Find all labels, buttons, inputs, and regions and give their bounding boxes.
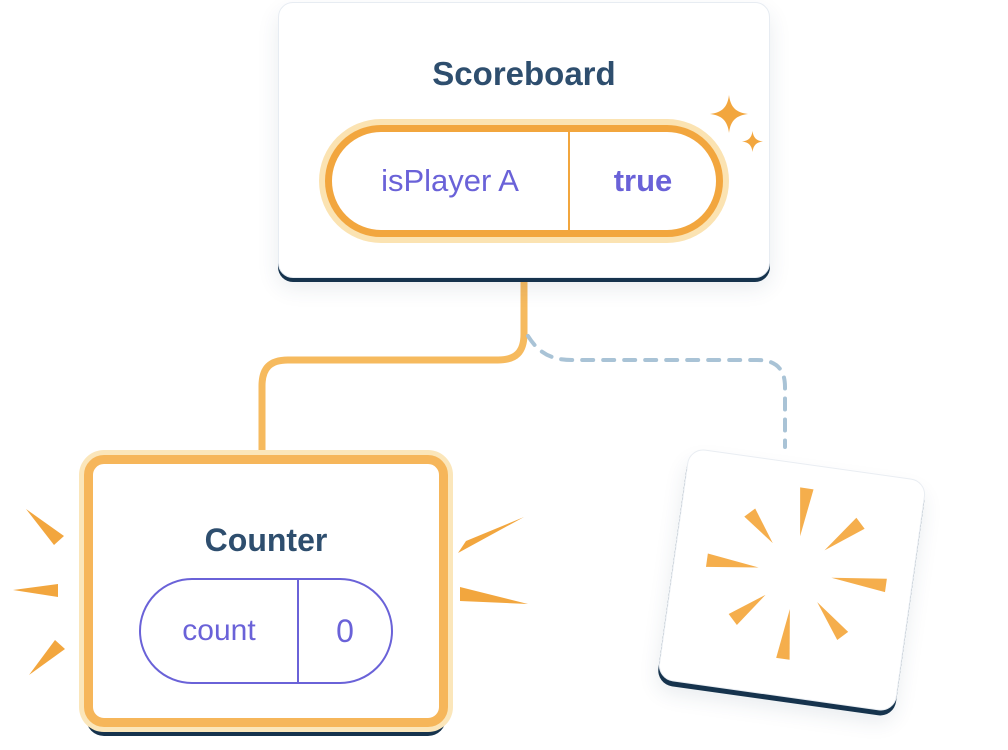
sparkle-icon: [742, 131, 763, 152]
connector-destroyed-line: [526, 334, 787, 449]
scoreboard-title: Scoreboard: [432, 55, 616, 92]
emphasis-strokes-left: [13, 509, 65, 675]
counter-card: Counter count 0: [84, 455, 448, 727]
scoreboard-state-value: true: [613, 163, 673, 198]
emphasis-strokes-right: [458, 517, 528, 604]
sparkle-icon: [710, 95, 748, 133]
pill-divider: [297, 580, 299, 682]
scoreboard-state-pill: isPlayer A true: [325, 125, 723, 237]
counter-state-label: count: [182, 614, 256, 647]
counter-title: Counter: [204, 522, 328, 558]
counter-state-pill: count 0: [139, 578, 393, 684]
connector-preserved-line: [258, 277, 528, 462]
scoreboard-state-label: isPlayer A: [381, 163, 519, 198]
counter-state-value: 0: [336, 612, 354, 649]
pill-divider: [568, 132, 570, 230]
burst-icon: [705, 487, 887, 660]
destroyed-card: [656, 447, 928, 713]
scoreboard-card: Scoreboard isPlayer A true: [278, 2, 770, 278]
